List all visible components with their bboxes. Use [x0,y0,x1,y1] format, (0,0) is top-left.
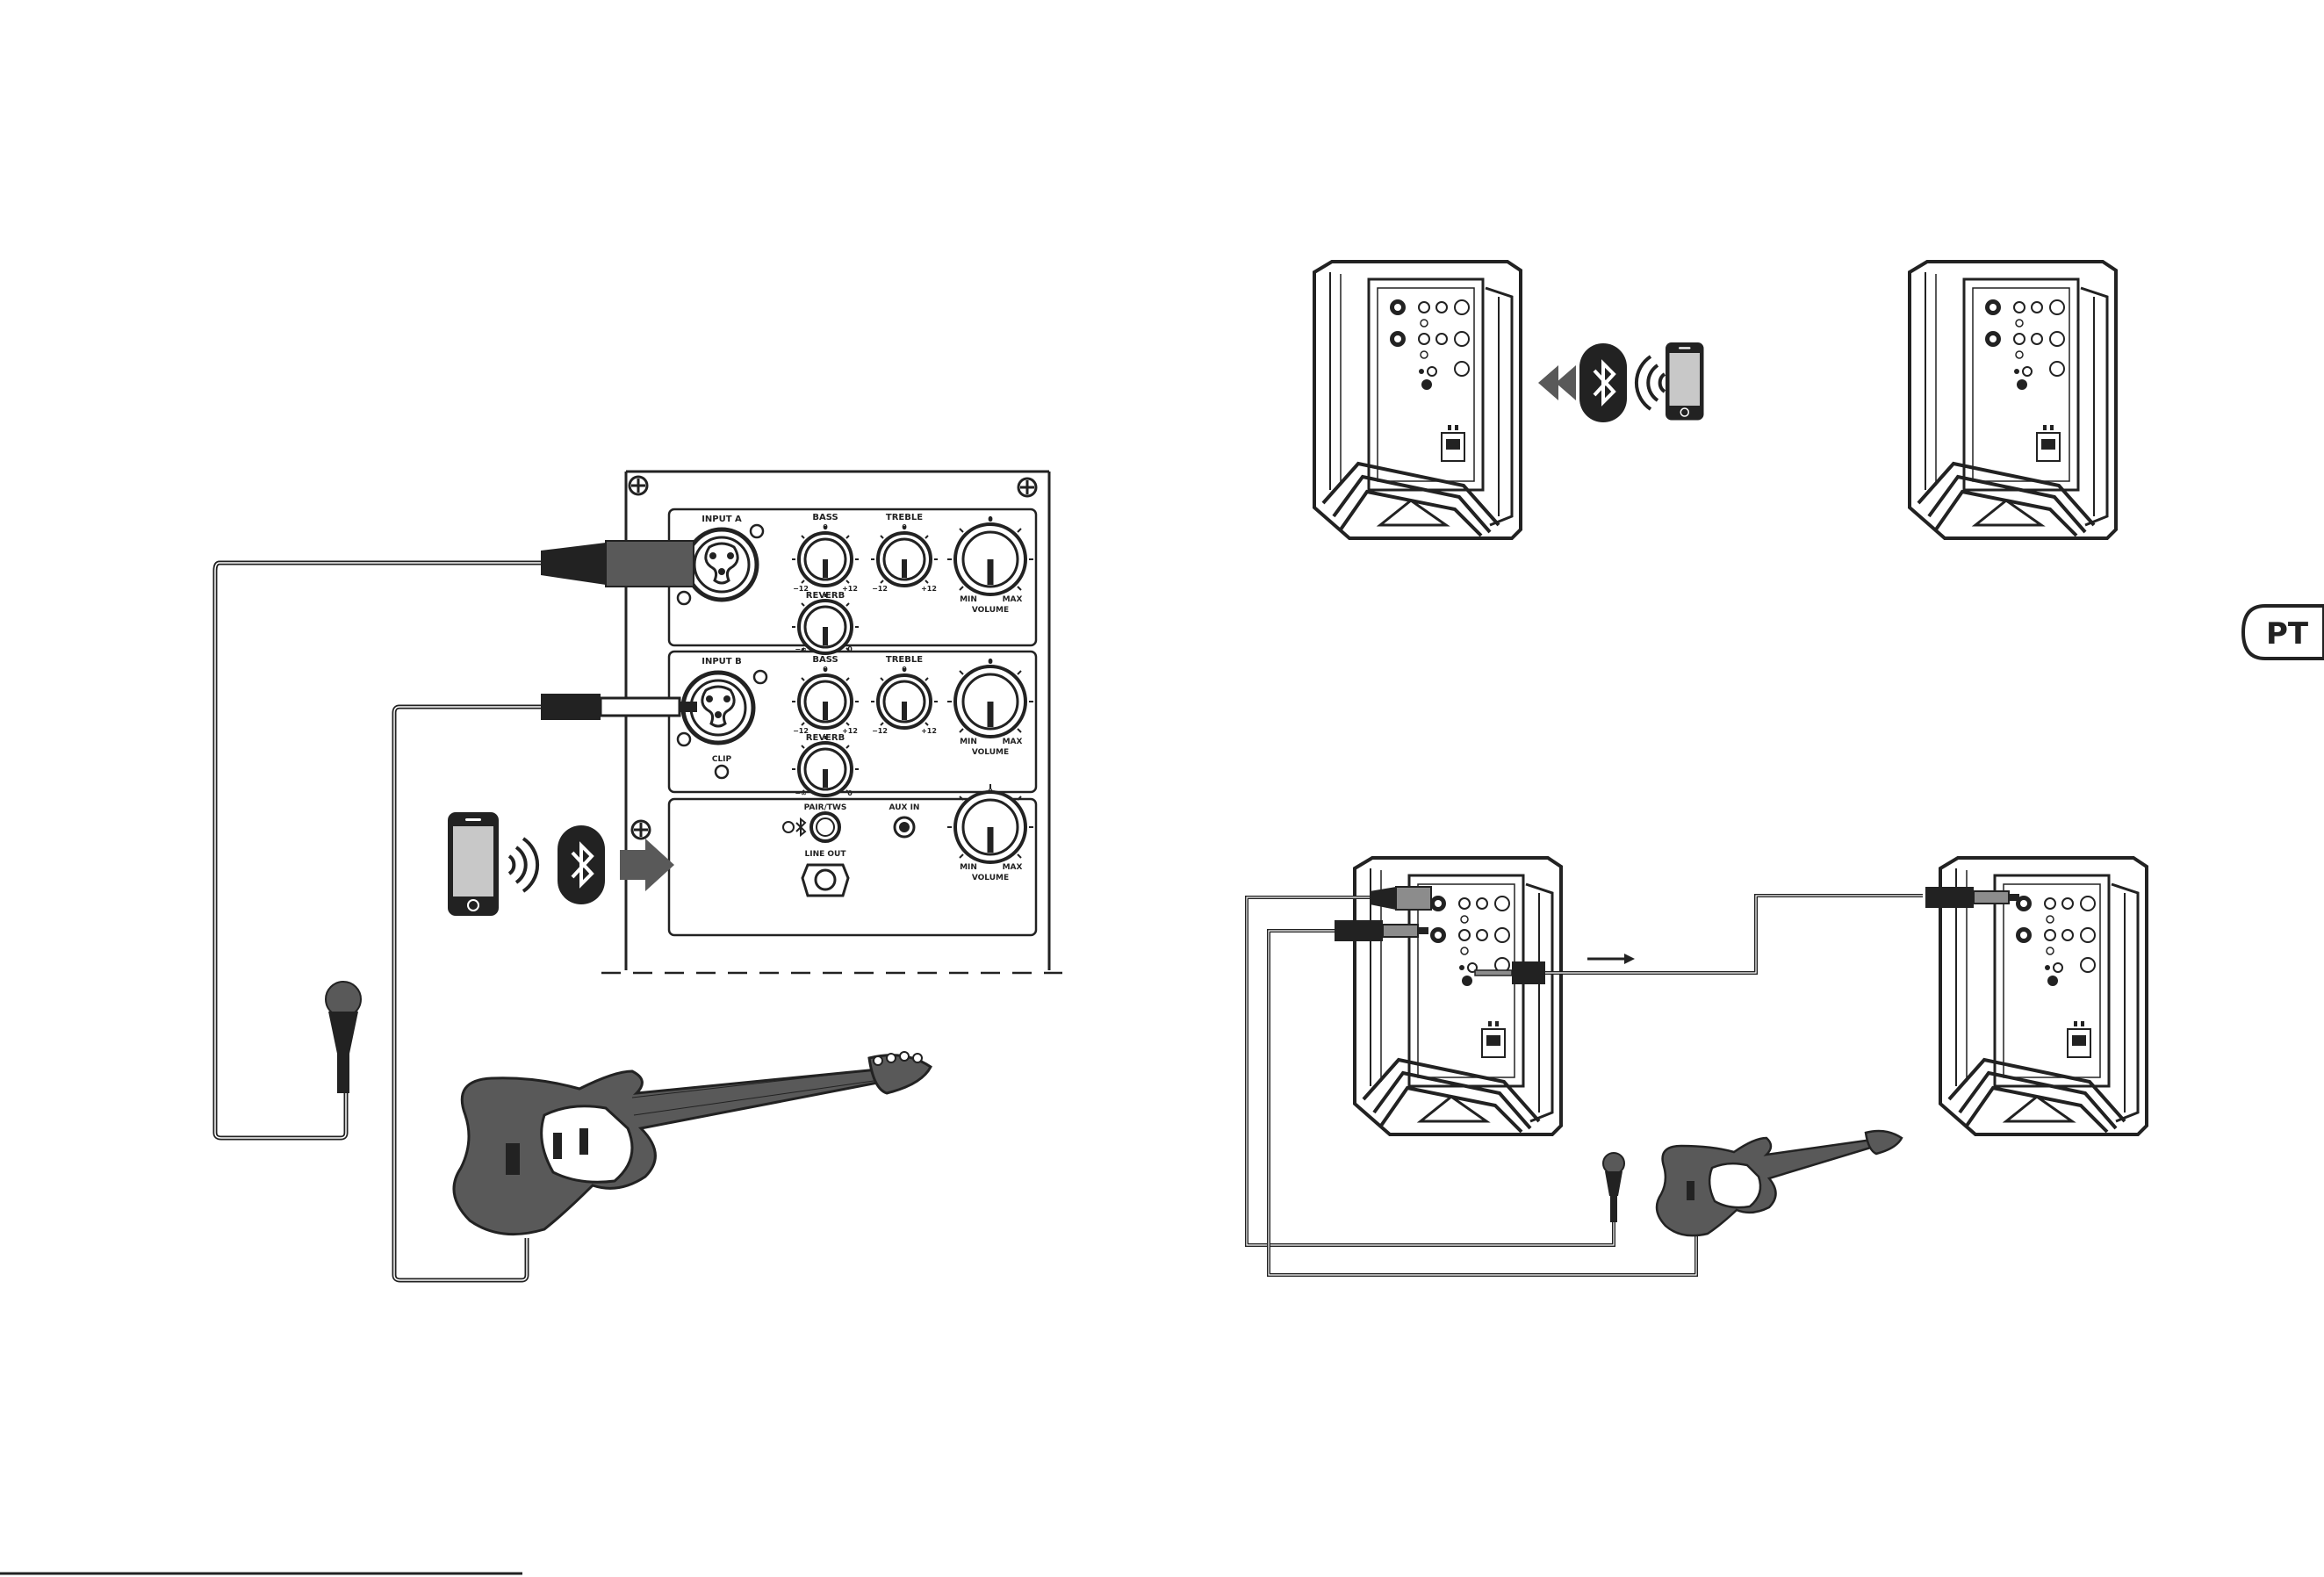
treble-a-label: TREBLE [886,513,923,522]
arrow-right-icon [620,839,674,891]
screw-icon [632,821,650,839]
screw-icon [1018,479,1036,496]
plus12-label: +12 [921,727,937,735]
min-label: MIN [960,595,977,604]
bluetooth-badge-icon [558,825,605,904]
bluetooth-badge-icon [1579,343,1627,422]
guitar-icon [454,1052,931,1235]
microphone-icon [326,982,361,1093]
max-label: MAX [1003,863,1023,872]
arrow-right-icon [1587,954,1635,964]
xlr-plug [541,541,694,587]
min-label: MIN [960,863,977,872]
master-volume-label: VOLUME [972,874,1009,882]
aux-in-label: AUX IN [889,803,920,812]
zero-label: 0 [847,789,853,797]
plus12-label: +12 [921,585,937,593]
speaker-illustration [1314,262,1521,538]
input-a-label: INPUT A [702,515,742,524]
volume-a-label: VOLUME [972,606,1009,615]
microphone-icon [1603,1153,1624,1222]
volume-b-label: VOLUME [972,748,1009,757]
max-label: MAX [1003,595,1023,604]
max-label: MAX [1003,738,1023,746]
line-out-label: LINE OUT [805,850,847,859]
minus12-label: −12 [872,727,888,735]
language-badge-label: PT [2266,616,2309,652]
jack-plug [541,694,697,720]
screw-icon [630,477,647,494]
wireless-waves-icon [1637,356,1665,409]
link-cable [1528,896,1923,973]
guitar-icon [1657,1131,1902,1235]
min-label: MIN [960,738,977,746]
minus12-label: −12 [872,585,888,593]
clip-label: CLIP [712,755,732,764]
minus-inf-label: −∞ [795,789,806,797]
pair-tws-label: PAIR/TWS [804,803,847,812]
input-b-label: INPUT B [702,657,741,666]
bass-b-label: BASS [812,655,838,665]
bass-a-label: BASS [812,513,838,522]
wireless-waves-icon [509,839,537,891]
smartphone-icon [448,812,499,916]
treble-b-label: TREBLE [886,655,923,665]
line-out-jack[interactable] [802,865,848,896]
smartphone-icon [1666,342,1704,421]
zero-label: 0 [847,645,853,653]
pair-tws-button[interactable] [811,813,839,841]
clip-led [716,766,728,778]
input-a-combo-jack[interactable] [687,529,757,600]
minus-inf-label: −∞ [795,645,806,653]
language-badge: PT [2243,606,2324,659]
double-arrow-left-icon [1538,365,1576,400]
speaker-illustration [1910,262,2116,538]
aux-in-jack[interactable] [895,817,914,837]
